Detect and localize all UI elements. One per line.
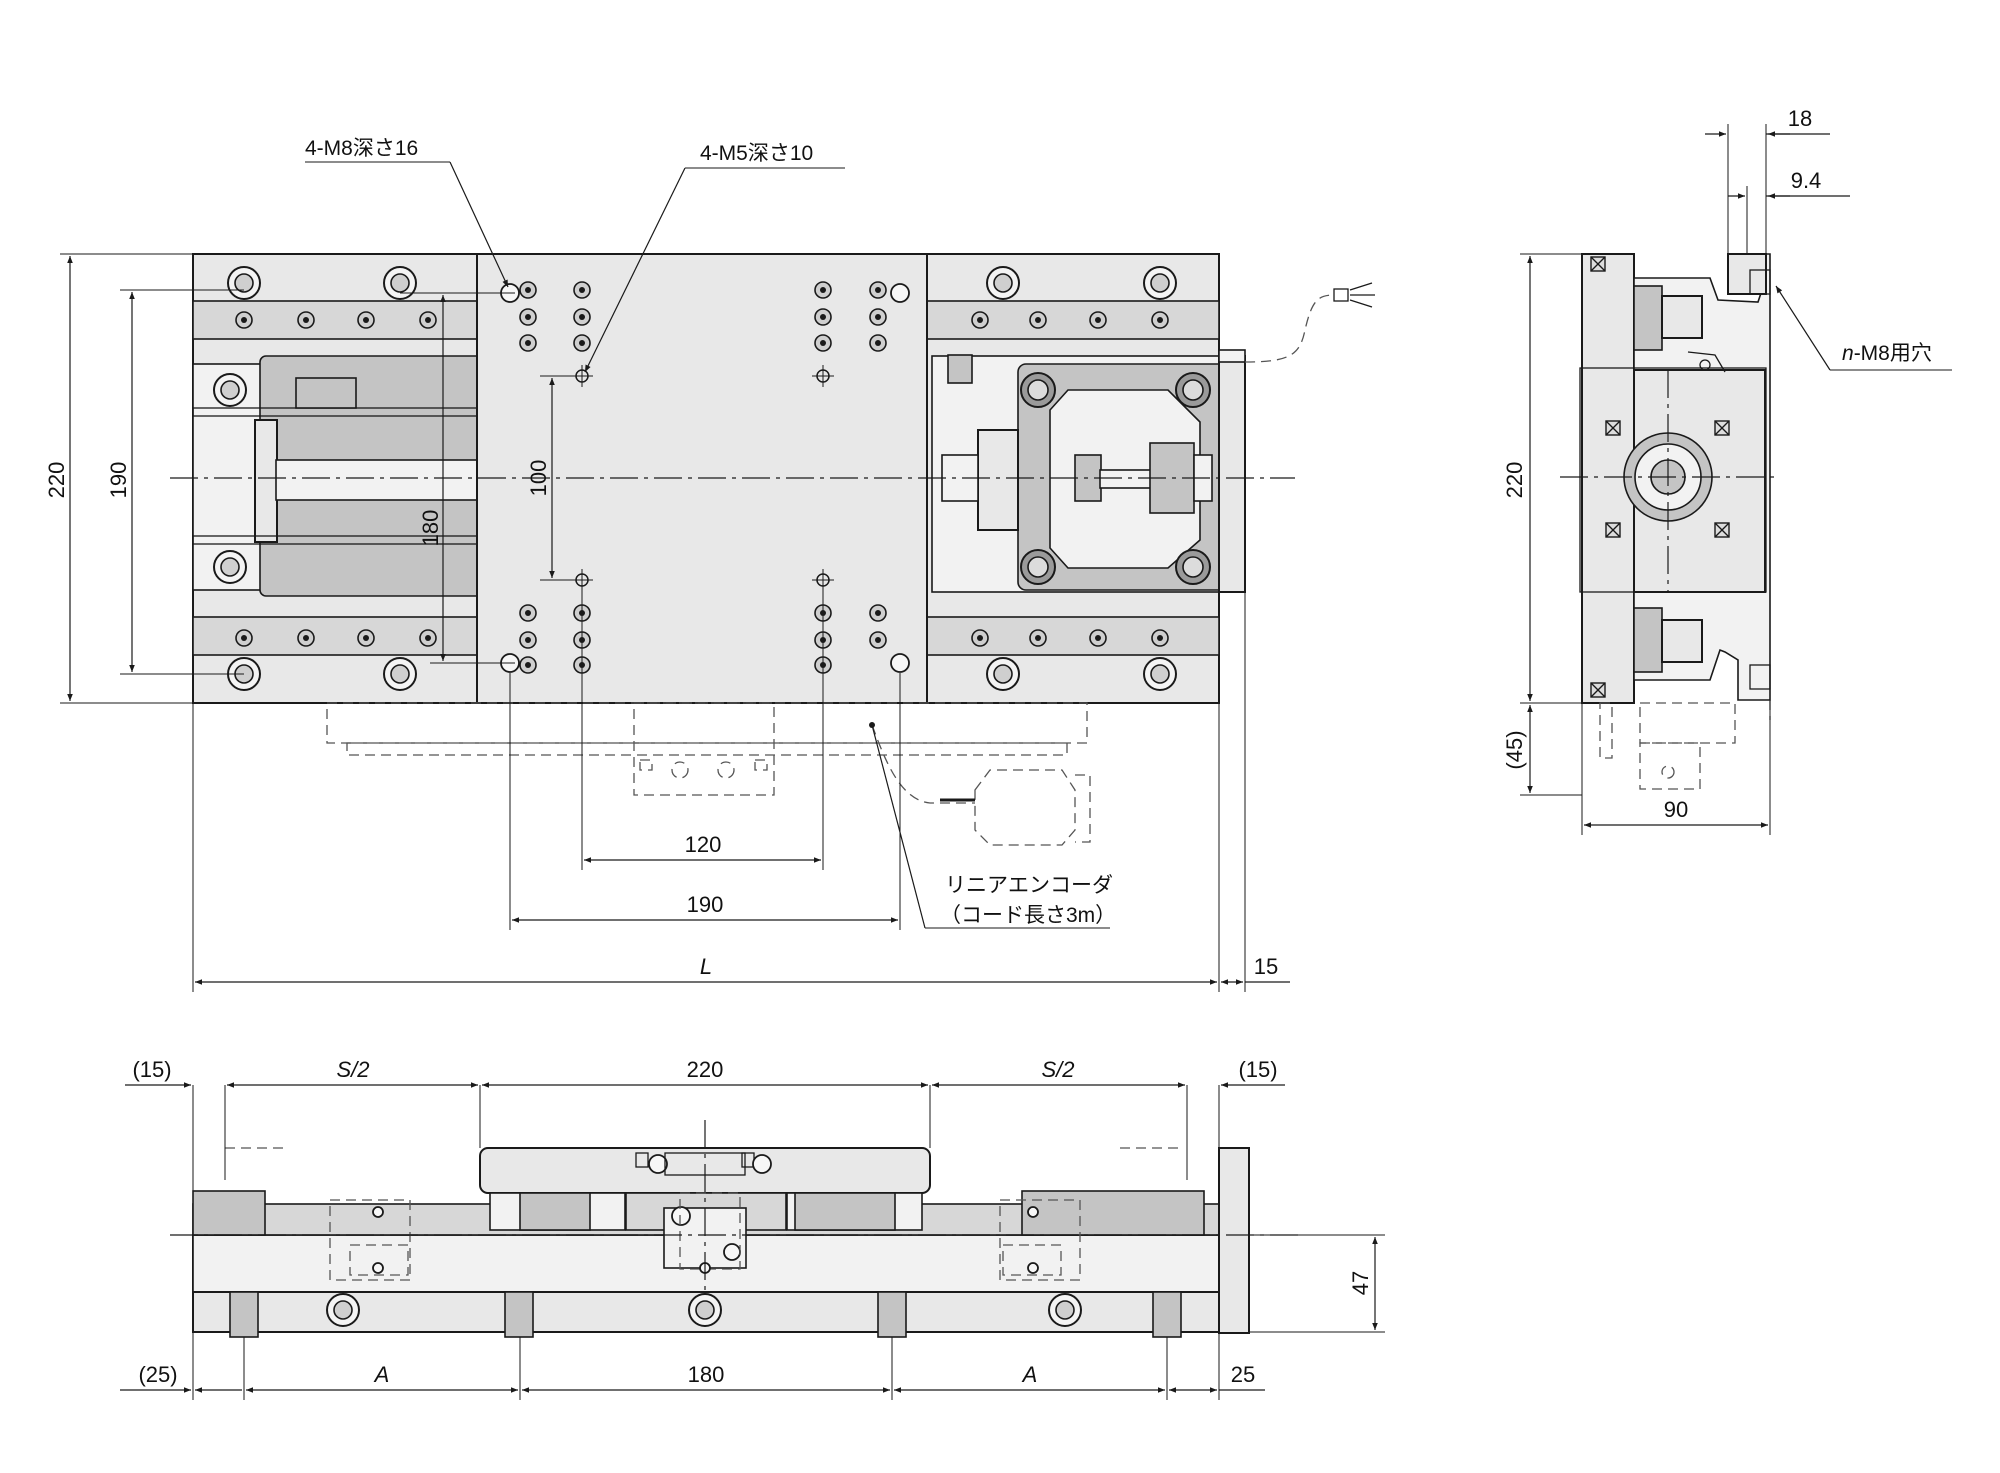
ball-screw-left [275,459,485,501]
encoder-head-hidden [633,702,775,796]
right-sensor [947,354,973,384]
motor-adapter [1218,355,1246,593]
length-label: L [700,954,712,979]
side-tap-suffix: -M8用穴 [1854,342,1932,365]
front-view: (15) S/2 220 S/2 (15) 47 (25) A 180 A 25 [120,1057,1385,1400]
side-tap-prefix: n [1842,342,1854,365]
pitch-120-label: 120 [685,832,722,857]
front-table-label: 220 [687,1057,724,1082]
pitch-100v-label: 100 [526,460,551,497]
end-flange-label: 18 [1788,106,1812,131]
encoder-connector [974,769,1076,846]
end-rail-lower [1633,607,1663,673]
right-bearing [977,429,1019,531]
front-pitch-a-right: A [1021,1362,1038,1387]
end-height-label: 220 [1502,462,1527,499]
side-tap-note: n-M8用穴 [1842,342,1932,365]
left-stopper [254,419,278,543]
encoder-note-line2: （コード長さ3m） [940,904,1116,927]
motor-offset-label: 15 [1254,954,1278,979]
end-below-label: (45) [1502,730,1527,769]
end-offset-label: 9.4 [1791,168,1822,193]
end-view: 220 (45) 90 18 9.4 n-M8用穴 [1502,106,1952,835]
top-view: 220 190 180 100 120 190 L 15 4-M8深さ16 4-… [44,137,1375,992]
m8-holes-note: 4-M8深さ16 [305,137,418,160]
m5-holes-note: 4-M5深さ10 [700,142,813,165]
front-pitch-mid: 180 [688,1362,725,1387]
motor-cable [1244,294,1336,363]
pitch-180v-label: 180 [418,510,443,547]
top-height-label: 220 [44,462,69,499]
end-rail-upper [1633,285,1663,351]
front-right-end [1021,1190,1205,1236]
front-left-end-label: (25) [138,1362,177,1387]
front-right-gap-label: (15) [1238,1057,1277,1082]
front-half-stroke-right: S/2 [1041,1057,1074,1082]
encoder-scale-hidden [326,702,1088,744]
front-left-end [192,1190,266,1236]
left-sensor [295,377,357,409]
rail-span-label: 190 [106,462,131,499]
front-height-label: 47 [1348,1271,1373,1295]
encoder-note-line1: リニアエンコーダ [945,874,1113,897]
end-width-label: 90 [1664,797,1688,822]
front-motor-adapter [1218,1147,1250,1334]
end-flange [1727,253,1767,295]
front-half-stroke-left: S/2 [336,1057,369,1082]
front-pitch-a-left: A [373,1362,390,1387]
front-left-gap-label: (15) [132,1057,171,1082]
pitch-190-label: 190 [687,892,724,917]
front-right-end-label: 25 [1231,1362,1255,1387]
